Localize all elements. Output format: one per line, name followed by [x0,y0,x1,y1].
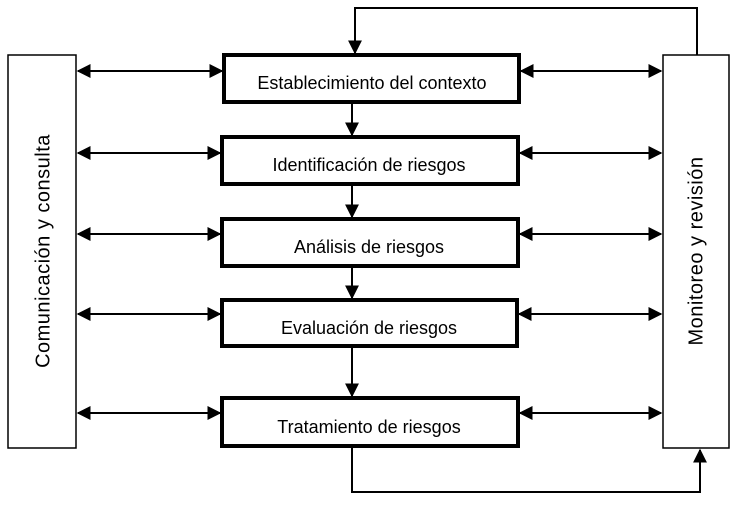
communication-panel: Comunicación y consulta [7,54,77,449]
step-5-label: Tratamiento de riesgos [277,417,460,437]
feedback-loop-bottom [351,446,707,493]
monitoring-panel-label: Monitoreo y revisión [685,157,707,346]
communication-panel-label: Comunicación y consulta [32,134,54,368]
step-4-label: Evaluación de riesgos [281,318,457,338]
step-1-label: Establecimiento del contexto [257,73,486,93]
feedback-loop-top [348,7,698,55]
step-4: Evaluación de riesgos [220,298,519,348]
monitoring-panel: Monitoreo y revisión [662,54,730,449]
step-2: Identificación de riesgos [220,135,520,186]
step-2-label: Identificación de riesgos [272,155,465,175]
step-1: Establecimiento del contexto [222,53,521,104]
step-3-label: Análisis de riesgos [294,237,444,257]
step-5: Tratamiento de riesgos [220,396,520,448]
step-3: Análisis de riesgos [220,217,520,268]
